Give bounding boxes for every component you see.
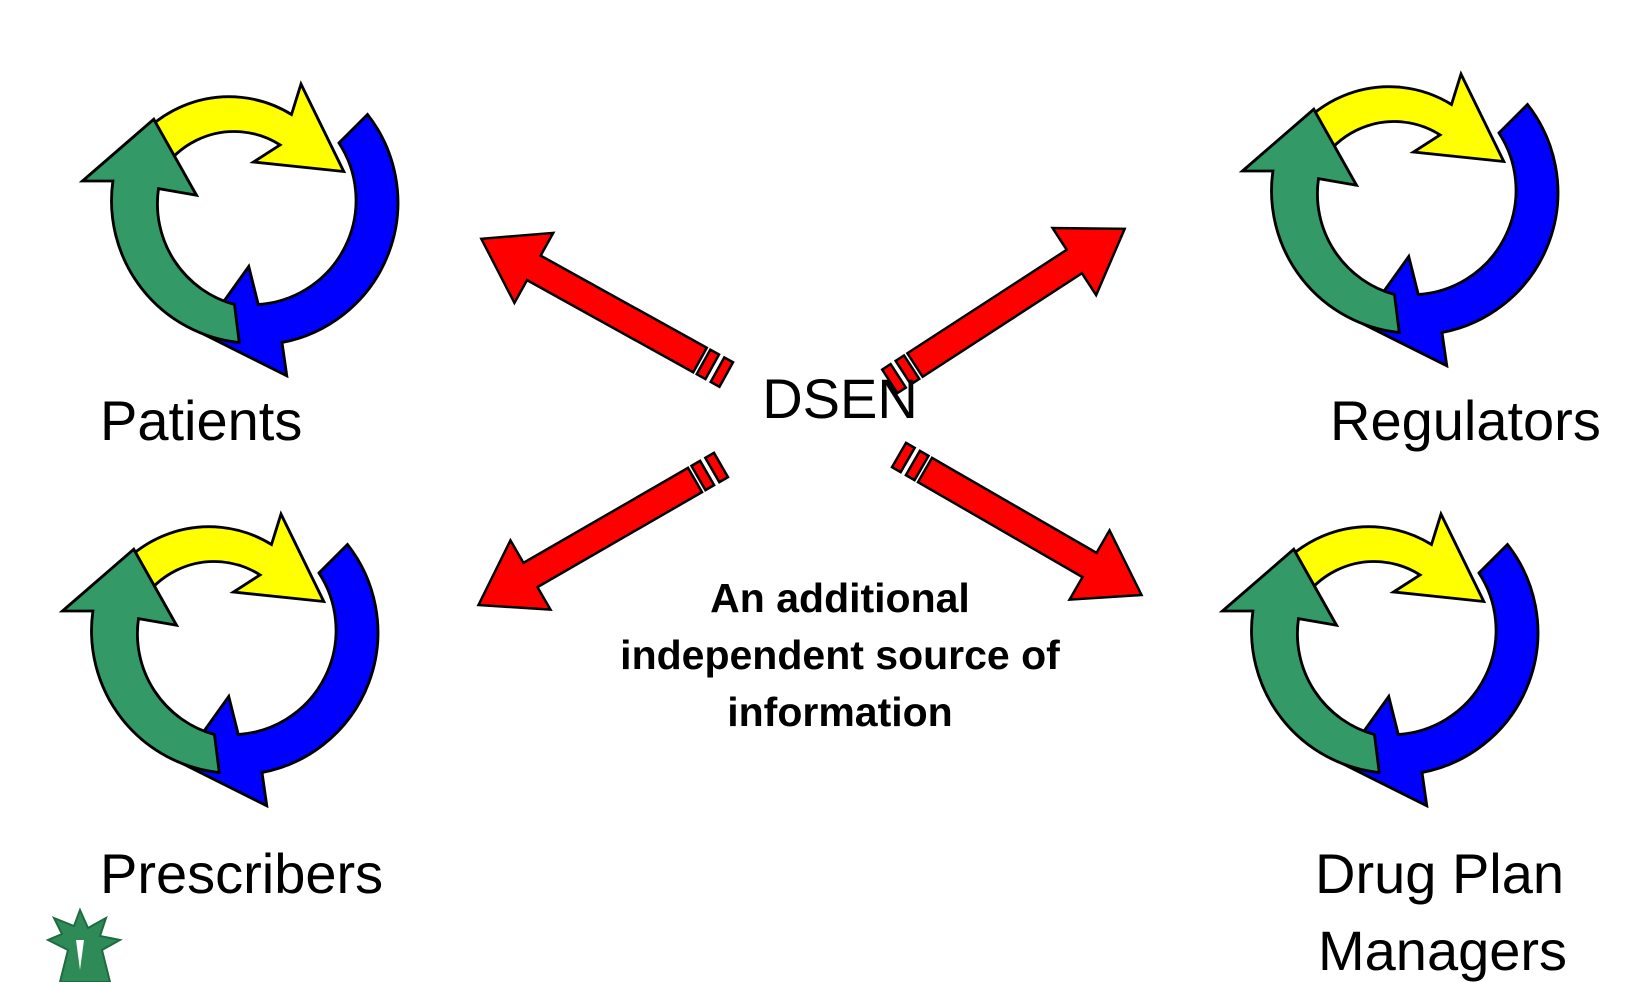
cycle-prescribers — [61, 512, 380, 808]
label-patients: Patients — [100, 389, 302, 452]
cycle-regulators — [1241, 72, 1560, 368]
caption-line-1: An additional — [710, 575, 970, 621]
label-drug-plan-line-1: Drug Plan — [1315, 842, 1564, 905]
label-regulators: Regulators — [1330, 389, 1601, 452]
caption-line-2: independent source of — [620, 632, 1060, 678]
arrow-to-patients — [460, 202, 747, 411]
cycle-drug-plan-managers — [1221, 512, 1540, 808]
arrow-to-prescribers — [457, 429, 743, 641]
maple-leaf-logo-icon — [45, 907, 123, 982]
cycle-patients — [81, 82, 400, 378]
caption-line-3: information — [727, 689, 952, 735]
label-drug-plan-line-2: Managers — [1318, 919, 1567, 982]
label-prescribers: Prescribers — [100, 842, 383, 905]
center-label: DSEN — [762, 367, 918, 430]
